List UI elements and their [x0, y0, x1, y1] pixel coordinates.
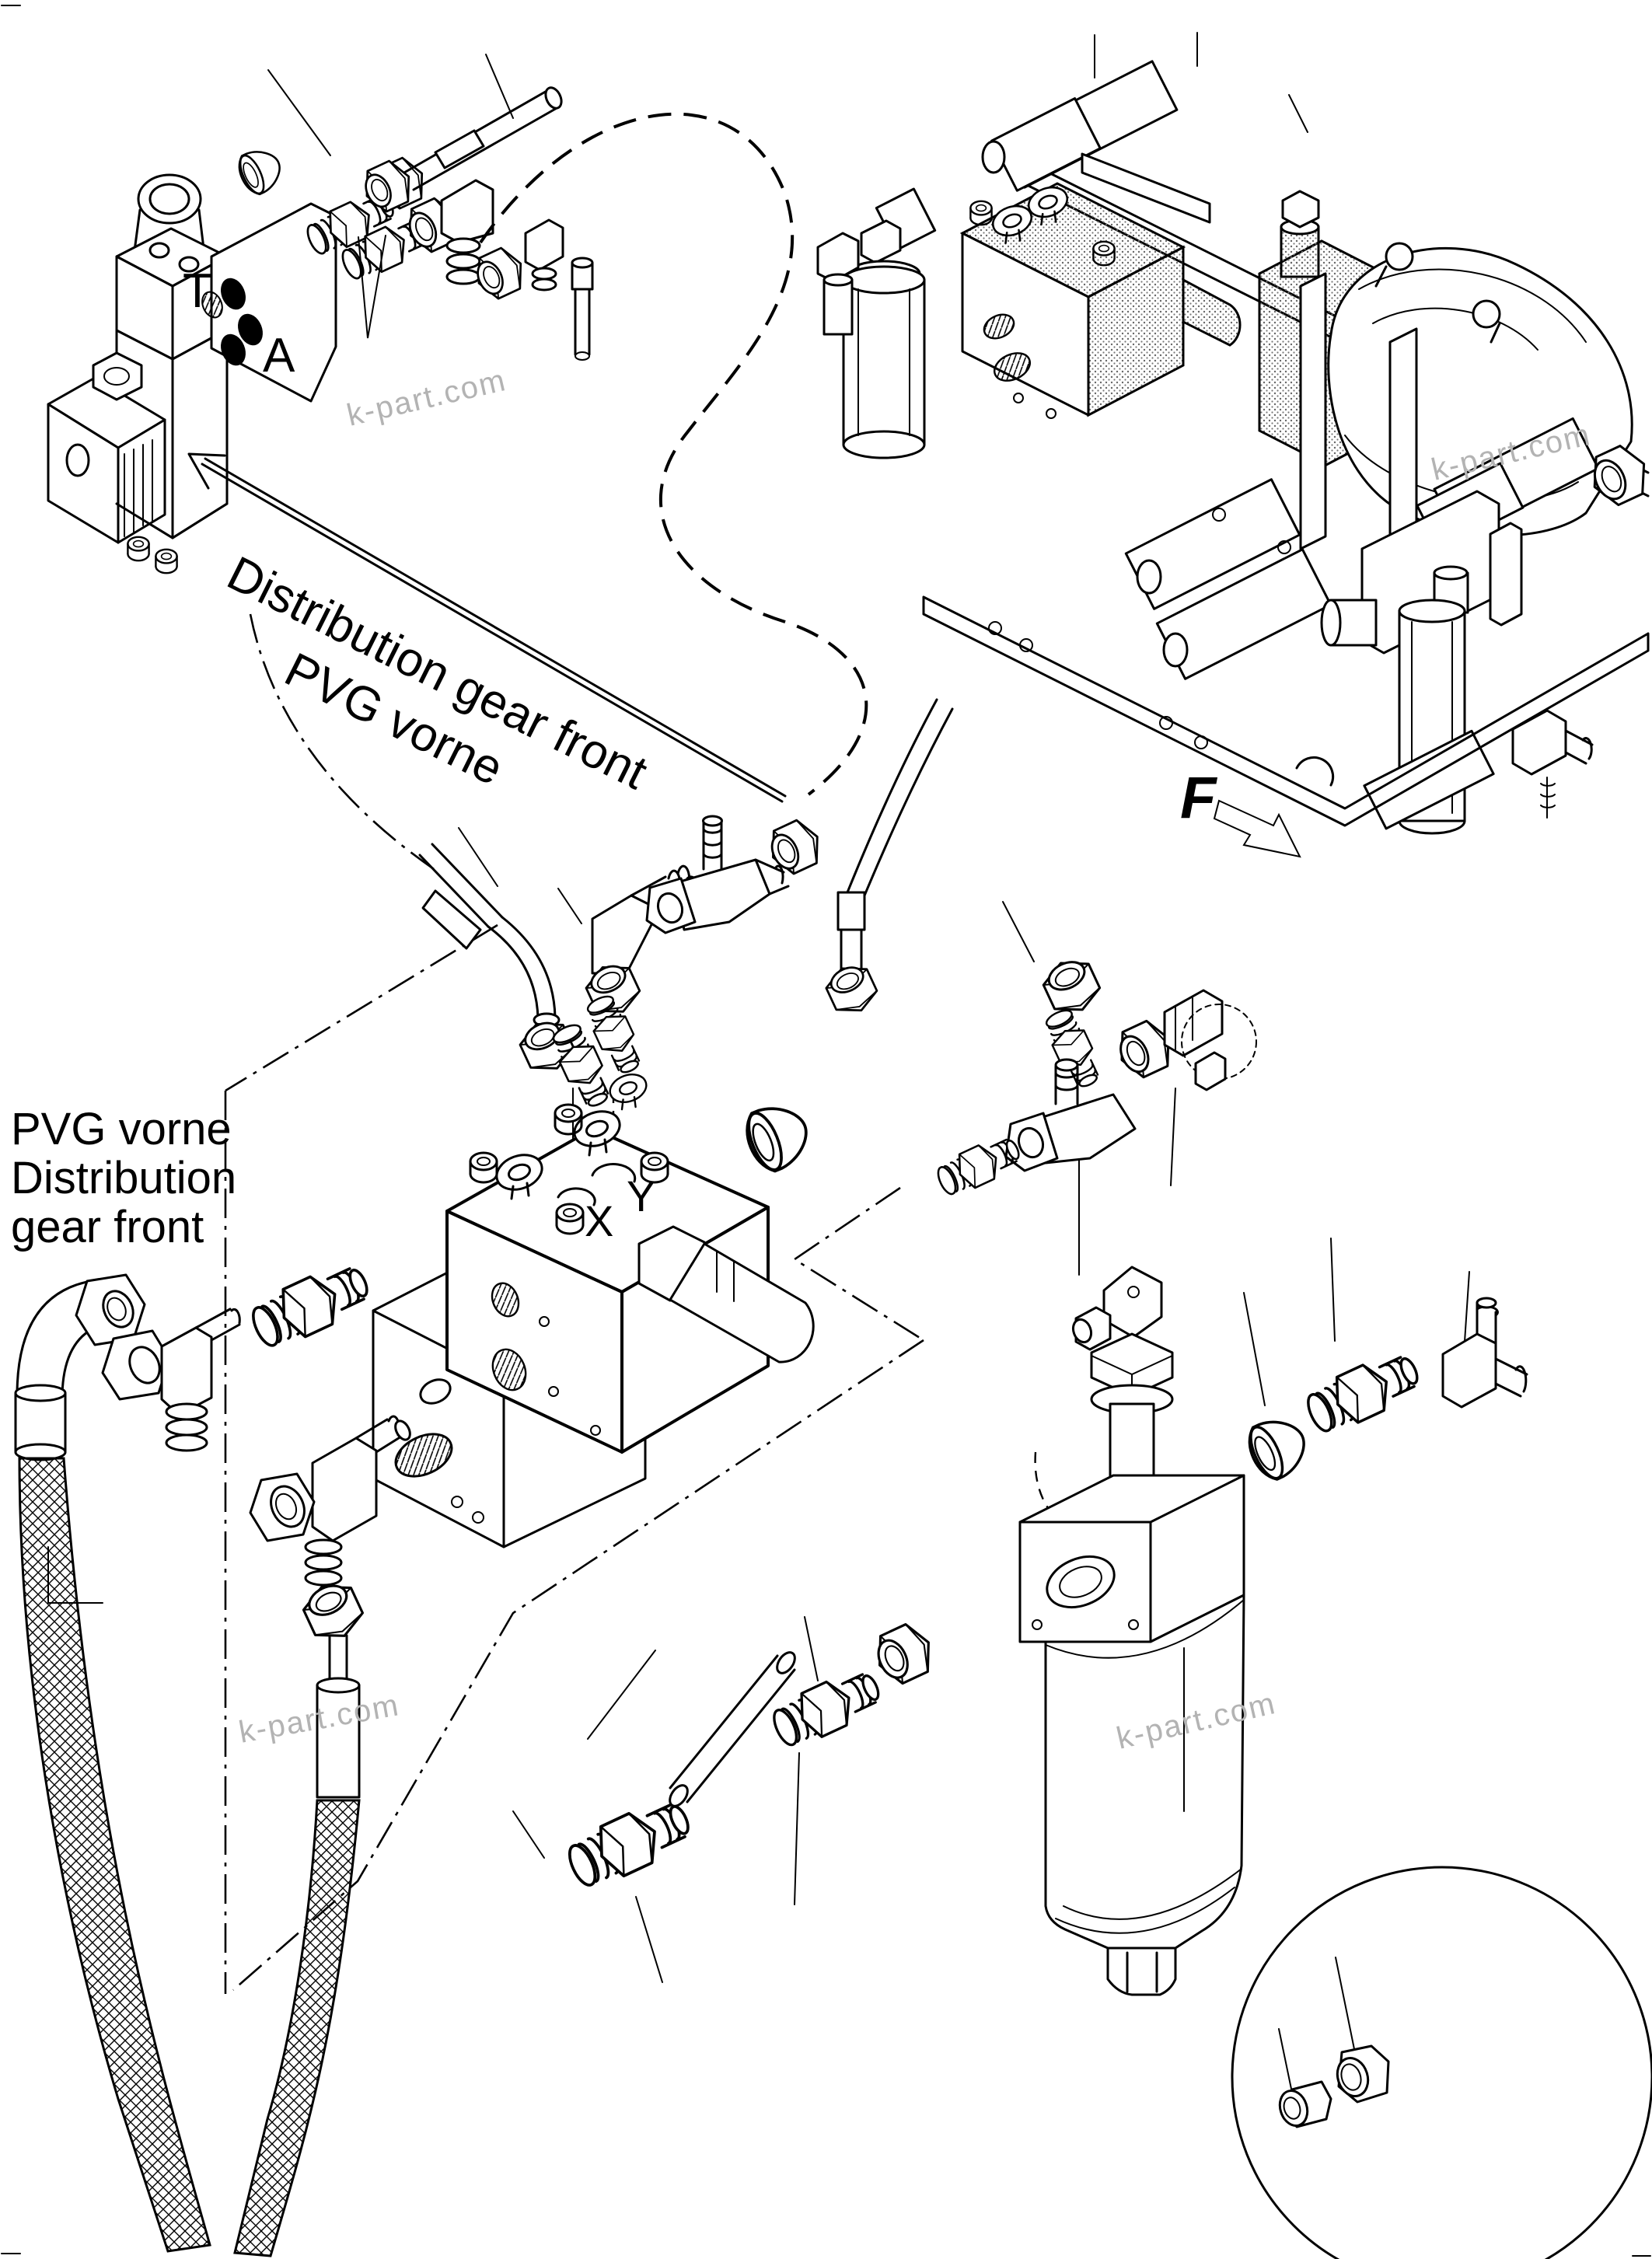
tee-fitting-cluster [645, 698, 954, 1021]
unit-bottom-solenoid [1363, 729, 1495, 830]
filter-inlet-fittings [1240, 1238, 1528, 1486]
hose-routing-dashed-loop [479, 112, 868, 796]
view-label-f: F [1180, 765, 1218, 831]
view-direction-annotation: F [1180, 765, 1301, 858]
filter-bowl [1044, 1594, 1245, 1996]
unit-electric-motor [1299, 242, 1646, 606]
port-label-t: T [183, 264, 212, 318]
detail-circle [1231, 1866, 1652, 2259]
bottom-middle-fittings [512, 1616, 941, 1983]
distribution-gear-annotation: Distribution gear front PVG vorne [187, 452, 787, 803]
hose-drop [468, 218, 594, 361]
braided-hose-mid [233, 1799, 361, 2257]
view-direction-arrow [1213, 799, 1301, 858]
right-angle-fitting [249, 1415, 411, 1587]
unit-filter-left [842, 187, 937, 459]
watermark-top-left: k-part.com [344, 363, 509, 433]
hydraulic-power-unit [816, 32, 1650, 835]
control-manifold-block: Y X [372, 1068, 818, 1548]
return-filter-assembly [1018, 1266, 1245, 1996]
filter-sensor [1034, 1266, 1174, 1547]
test-tee-cluster [931, 901, 1257, 1276]
unit-center-manifold [959, 181, 1242, 419]
braided-hose-left [18, 1457, 211, 2253]
elbow-fitting-right [1441, 1297, 1528, 1409]
detail-cap-nut [1336, 2044, 1390, 2104]
left-note-line3: gear front [11, 1202, 204, 1252]
pvg-note-left: PVG vorne Distribution gear front [11, 1104, 236, 1252]
detail-plug [1278, 2080, 1332, 2128]
elbow-fitting [440, 179, 494, 285]
mid-elbow-cluster [418, 827, 702, 1113]
left-note-line1: PVG vorne [11, 1104, 232, 1154]
detail-circle-parts [1278, 1957, 1390, 2128]
pilot-valve-assembly: T A [47, 173, 337, 574]
port-label-x: X [585, 1196, 613, 1245]
solenoid-valve-top [981, 60, 1211, 224]
left-note-line2: Distribution [11, 1153, 236, 1203]
unit-lower-solenoids [1124, 478, 1332, 680]
crop-marks [1, 5, 1651, 2257]
unit-base-plate [922, 595, 1650, 827]
top-fittings-cluster [232, 54, 594, 361]
hose-top [356, 86, 563, 218]
routing-dashdot-arc [249, 613, 435, 871]
left-hose-cluster [14, 1255, 411, 2257]
unit-relief-valve-left [816, 232, 860, 336]
left-elbow-fitting [101, 1308, 241, 1452]
port-label-a: A [263, 329, 295, 382]
port-label-y: Y [627, 1171, 655, 1220]
